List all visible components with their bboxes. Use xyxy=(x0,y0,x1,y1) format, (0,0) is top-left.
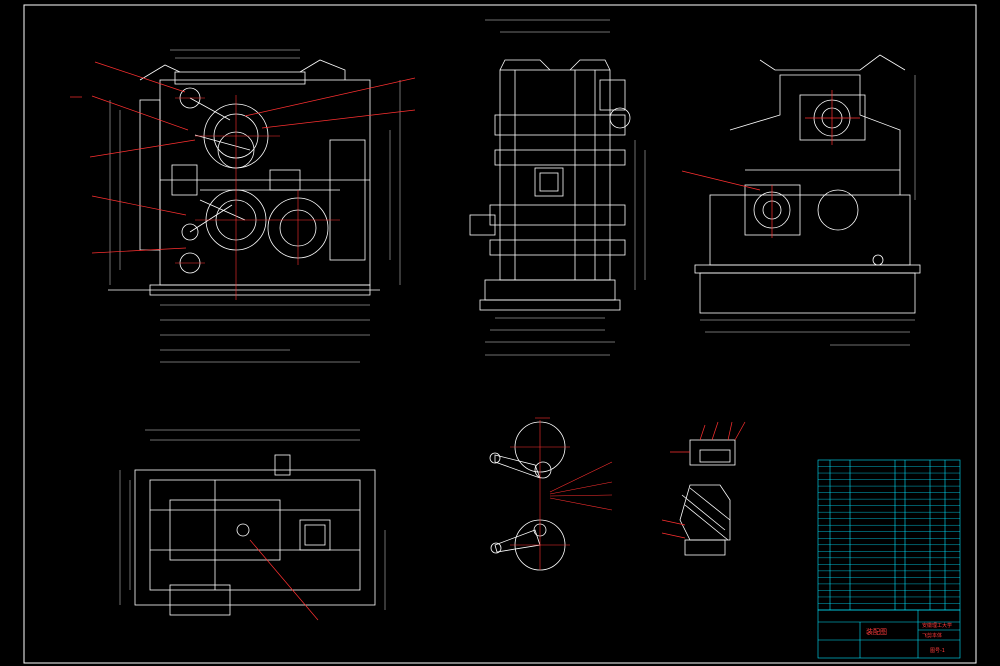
parts-list-table xyxy=(817,459,961,611)
section-detail xyxy=(661,421,746,556)
school-name: 安徽理工大学 xyxy=(922,622,952,629)
blade-detail xyxy=(489,417,613,571)
right-view xyxy=(681,54,921,346)
parts-list-rows xyxy=(818,466,960,604)
part-name: 飞剪本体 xyxy=(922,632,942,639)
drawing-frame xyxy=(23,4,977,664)
top-view xyxy=(119,429,386,621)
front-view xyxy=(70,49,416,363)
side-view xyxy=(469,19,646,356)
drawing-title: 装配图 xyxy=(866,627,887,636)
drawing-number: 图号-1 xyxy=(930,648,945,654)
title-block xyxy=(817,609,961,659)
